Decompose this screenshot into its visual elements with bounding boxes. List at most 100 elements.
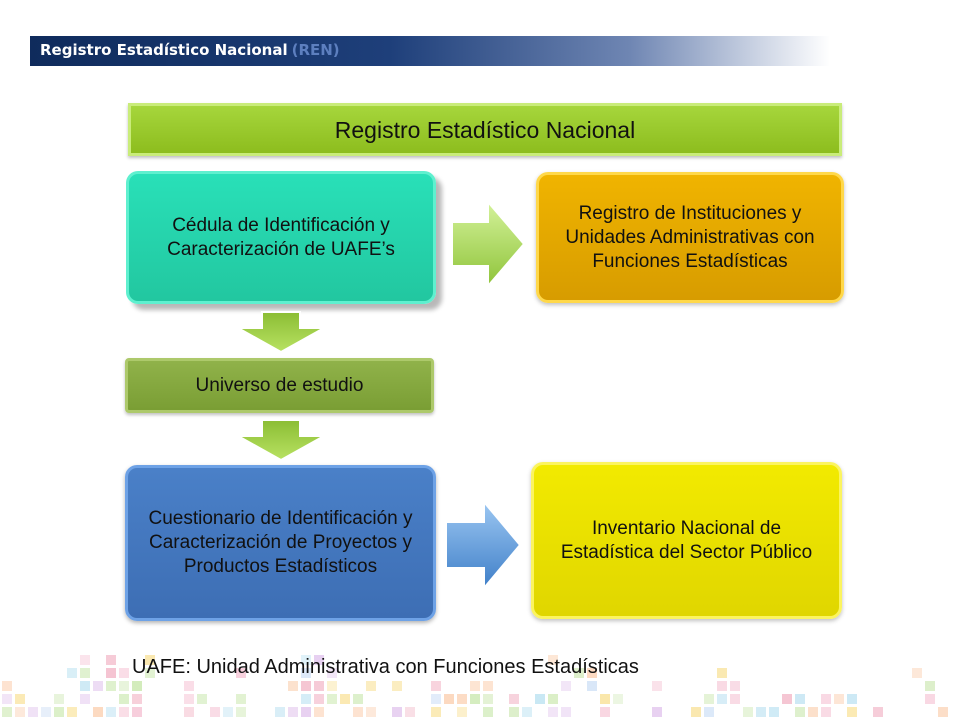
decorative-tile [184,707,194,717]
footnote: UAFE: Unidad Administrativa con Funcione… [132,656,639,678]
decorative-tile [821,694,831,704]
decorative-tile [548,707,558,717]
decorative-tile [743,707,753,717]
decorative-tile [431,694,441,704]
decorative-tile [652,707,662,717]
decorative-tile [145,655,155,665]
node-cedula: Cédula de Identificación y Caracterizaci… [126,171,436,304]
decorative-tile [535,694,545,704]
decorative-tile [301,655,311,665]
decorative-tile [717,681,727,691]
decorative-tile [366,681,376,691]
decorative-tile [847,694,857,704]
decorative-tile [2,694,12,704]
decorative-tile [2,681,12,691]
node-registro-instituciones: Registro de Instituciones y Unidades Adm… [536,172,844,303]
decorative-tile [106,707,116,717]
decorative-tile [795,694,805,704]
decorative-tile [184,681,194,691]
header-title: Registro Estadístico Nacional(REN) [40,41,340,59]
decorative-tile [392,681,402,691]
decorative-tile-pattern [2,655,948,717]
decorative-tile [353,707,363,717]
decorative-tile [80,681,90,691]
decorative-tile [431,707,441,717]
decorative-tile [119,681,129,691]
decorative-tile [314,681,324,691]
decorative-tile [301,694,311,704]
decorative-tile [795,707,805,717]
decorative-tile [522,707,532,717]
decorative-tile [223,707,233,717]
header-title-main: Registro Estadístico Nacional [40,41,288,59]
decorative-tile [301,668,311,678]
decorative-tile [613,694,623,704]
decorative-tile [119,707,129,717]
arrow-down-green-2 [236,419,326,462]
decorative-tile [314,694,324,704]
decorative-tile [353,694,363,704]
decorative-tile [717,668,727,678]
node-inventario-nacional: Inventario Nacional de Estadística del S… [531,462,842,619]
decorative-tile [587,681,597,691]
decorative-tile [444,694,454,704]
decorative-tile [769,707,779,717]
decorative-tile [80,694,90,704]
decorative-tile [54,707,64,717]
decorative-tile [210,707,220,717]
diagram-title: Registro Estadístico Nacional [128,103,842,156]
decorative-tile [119,694,129,704]
decorative-tile [301,681,311,691]
decorative-tile [470,681,480,691]
decorative-tile [652,681,662,691]
decorative-tile [483,694,493,704]
decorative-tile [288,707,298,717]
decorative-tile [132,681,142,691]
decorative-tile [288,681,298,691]
decorative-tile [145,668,155,678]
header-title-abbrev: (REN) [291,41,340,59]
decorative-tile [2,707,12,717]
decorative-tile [457,694,467,704]
decorative-tile [366,707,376,717]
decorative-tile [704,694,714,704]
node-universo-estudio: Universo de estudio [125,358,434,413]
decorative-tile [782,694,792,704]
decorative-tile [457,707,467,717]
decorative-tile [600,707,610,717]
decorative-tile [912,668,922,678]
decorative-tile [483,707,493,717]
decorative-tile [15,694,25,704]
decorative-tile [938,707,948,717]
decorative-tile [873,707,883,717]
decorative-tile [93,707,103,717]
decorative-tile [184,694,194,704]
decorative-tile [15,707,25,717]
decorative-tile [132,707,142,717]
decorative-tile [405,707,415,717]
decorative-tile [236,668,246,678]
decorative-tile [106,681,116,691]
decorative-tile [509,707,519,717]
decorative-tile [236,694,246,704]
decorative-tile [119,668,129,678]
decorative-tile [704,707,714,717]
decorative-tile [548,694,558,704]
decorative-tile [327,694,337,704]
decorative-tile [106,655,116,665]
decorative-tile [106,668,116,678]
node-cuestionario: Cuestionario de Identificación y Caracte… [125,465,436,621]
decorative-tile [80,655,90,665]
decorative-tile [314,655,324,665]
decorative-tile [132,694,142,704]
decorative-tile [67,668,77,678]
decorative-tile [327,668,337,678]
decorative-tile [509,694,519,704]
decorative-tile [925,681,935,691]
decorative-tile [730,681,740,691]
decorative-tile [392,707,402,717]
decorative-tile [574,668,584,678]
decorative-tile [314,707,324,717]
decorative-tile [80,668,90,678]
arrow-right-green [451,200,526,288]
